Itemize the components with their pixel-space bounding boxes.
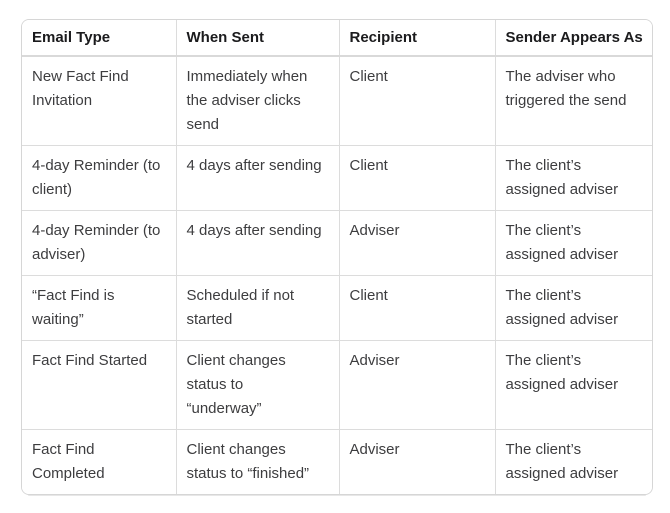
cell-when-sent: 4 days after sending <box>175 210 340 276</box>
cell-recipient: Adviser <box>338 210 496 276</box>
cell-when-sent: Immediately when the adviser clicks send <box>175 55 340 146</box>
cell-email-type: Fact Find Completed <box>22 429 177 494</box>
table-row: New Fact Find Invitation Immediately whe… <box>22 55 652 146</box>
cell-recipient: Adviser <box>338 340 496 430</box>
cell-when-sent: Scheduled if not started <box>175 275 340 341</box>
cell-recipient: Client <box>338 145 496 211</box>
table-row: “Fact Find is waiting” Scheduled if not … <box>22 275 652 341</box>
email-notifications-table-container: Email Type When Sent Recipient Sender Ap… <box>21 19 653 495</box>
cell-sender-appears-as: The client’s assigned adviser <box>494 340 652 430</box>
column-header-email-type: Email Type <box>22 20 177 57</box>
cell-email-type: New Fact Find Invitation <box>22 55 177 146</box>
column-header-sender-appears-as: Sender Appears As <box>494 20 652 57</box>
table-row: Fact Find Started Client changes status … <box>22 340 652 430</box>
column-header-recipient: Recipient <box>338 20 496 57</box>
column-header-when-sent: When Sent <box>175 20 340 57</box>
cell-when-sent: 4 days after sending <box>175 145 340 211</box>
cell-recipient: Adviser <box>338 429 496 494</box>
cell-email-type: “Fact Find is waiting” <box>22 275 177 341</box>
cell-when-sent: Client changes status to “underway” <box>175 340 340 430</box>
cell-email-type: 4-day Reminder (to adviser) <box>22 210 177 276</box>
cell-sender-appears-as: The client’s assigned adviser <box>494 429 652 494</box>
cell-email-type: Fact Find Started <box>22 340 177 430</box>
table-row: 4-day Reminder (to adviser) 4 days after… <box>22 210 652 276</box>
cell-recipient: Client <box>338 275 496 341</box>
cell-email-type: 4-day Reminder (to client) <box>22 145 177 211</box>
cell-sender-appears-as: The adviser who triggered the send <box>494 55 652 146</box>
cell-sender-appears-as: The client’s assigned adviser <box>494 275 652 341</box>
cell-recipient: Client <box>338 55 496 146</box>
cell-sender-appears-as: The client’s assigned adviser <box>494 145 652 211</box>
cell-when-sent: Client changes status to “finished” <box>175 429 340 494</box>
email-schedule-table: Email Type When Sent Recipient Sender Ap… <box>22 20 652 494</box>
cell-sender-appears-as: The client’s assigned adviser <box>494 210 652 276</box>
table-header-row: Email Type When Sent Recipient Sender Ap… <box>22 20 652 57</box>
table-row: Fact Find Completed Client changes statu… <box>22 429 652 494</box>
table-row: 4-day Reminder (to client) 4 days after … <box>22 145 652 211</box>
